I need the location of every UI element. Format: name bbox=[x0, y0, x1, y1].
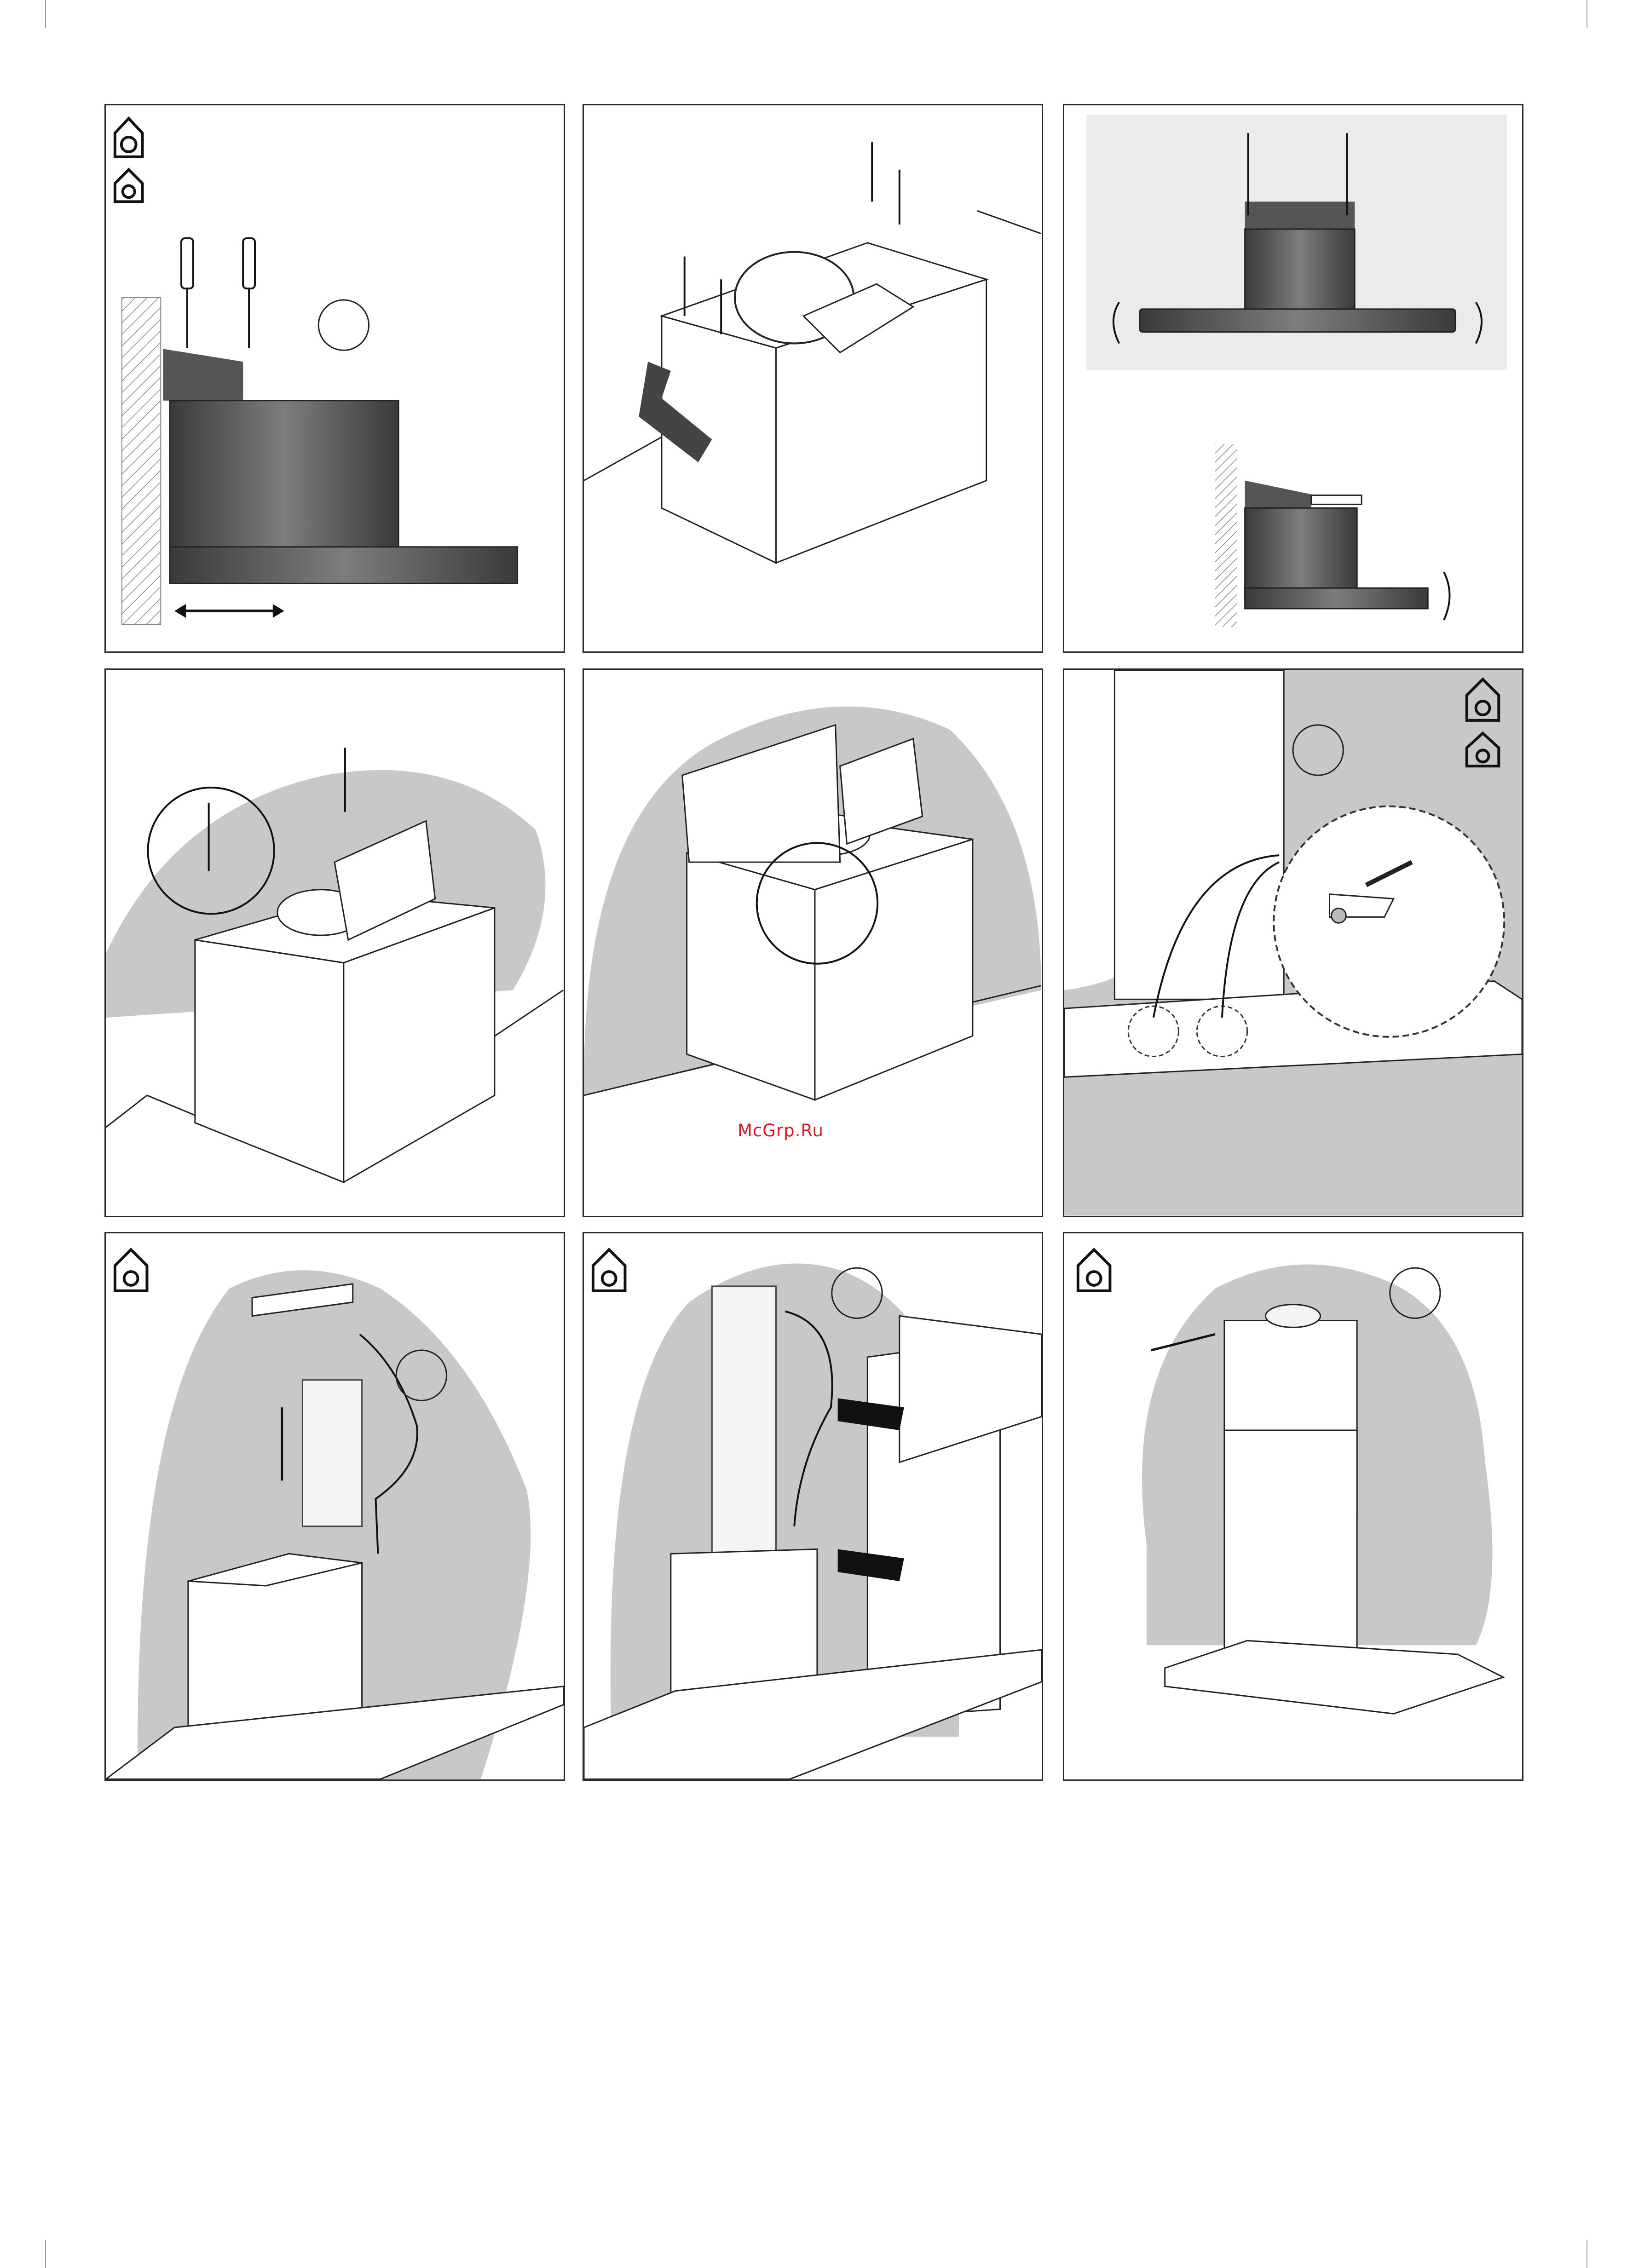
rotate-arrow-icon bbox=[1444, 572, 1449, 620]
screwdriver-icon bbox=[181, 238, 193, 348]
crop-mark bbox=[45, 2240, 46, 2268]
hood-mount-adjust-illustration bbox=[106, 105, 564, 651]
flexible-duct bbox=[302, 1380, 362, 1526]
chimney-body bbox=[170, 401, 398, 552]
motor-housing-side bbox=[195, 940, 344, 1182]
hood-frame-screws-illustration bbox=[584, 105, 1042, 651]
step-panel-2 bbox=[583, 104, 1043, 653]
motor-housing bbox=[671, 1549, 817, 1695]
step-panel-4 bbox=[104, 668, 565, 1217]
level-adjust-illustration bbox=[1064, 105, 1522, 651]
step-panel-1 bbox=[104, 104, 565, 653]
recirculation-house-icon bbox=[115, 170, 143, 202]
chimney-body bbox=[1114, 670, 1284, 1000]
screwdriver-icon bbox=[1311, 495, 1362, 504]
step-panel-8 bbox=[583, 1232, 1043, 1781]
ducted-house-icon bbox=[1078, 1249, 1110, 1290]
mounting-bracket bbox=[163, 349, 243, 400]
duct-and-cable-illustration bbox=[106, 1233, 564, 1779]
chimney-screw-detail-illustration bbox=[1064, 670, 1522, 1216]
detail-circle bbox=[1274, 806, 1504, 1037]
flexible-duct bbox=[712, 1286, 776, 1556]
duct-outlet bbox=[1265, 1305, 1320, 1328]
step-panel-7 bbox=[104, 1232, 565, 1781]
watermark: McGrp.Ru bbox=[738, 1121, 824, 1140]
hood-canopy bbox=[1165, 1641, 1504, 1714]
ducted-house-icon bbox=[115, 118, 143, 156]
bracket-fixing-illustration bbox=[106, 670, 564, 1216]
chimney-lower bbox=[1224, 1430, 1357, 1650]
wall bbox=[122, 298, 161, 625]
wall bbox=[1215, 444, 1237, 627]
hood-canopy bbox=[170, 547, 517, 584]
ducted-house-icon bbox=[593, 1249, 625, 1290]
step-number-circle bbox=[318, 300, 369, 350]
crop-mark bbox=[45, 0, 46, 28]
step-panel-6 bbox=[1063, 668, 1523, 1217]
chimney-top-fixing-illustration bbox=[1064, 1233, 1522, 1779]
chimney-cover-install-illustration bbox=[584, 1233, 1042, 1779]
screwdriver-icon bbox=[243, 238, 255, 348]
ducted-house-icon bbox=[115, 1249, 147, 1290]
step-panel-9 bbox=[1063, 1232, 1523, 1781]
step-panel-5: McGrp.Ru bbox=[583, 668, 1043, 1217]
step-panel-3 bbox=[1063, 104, 1523, 653]
